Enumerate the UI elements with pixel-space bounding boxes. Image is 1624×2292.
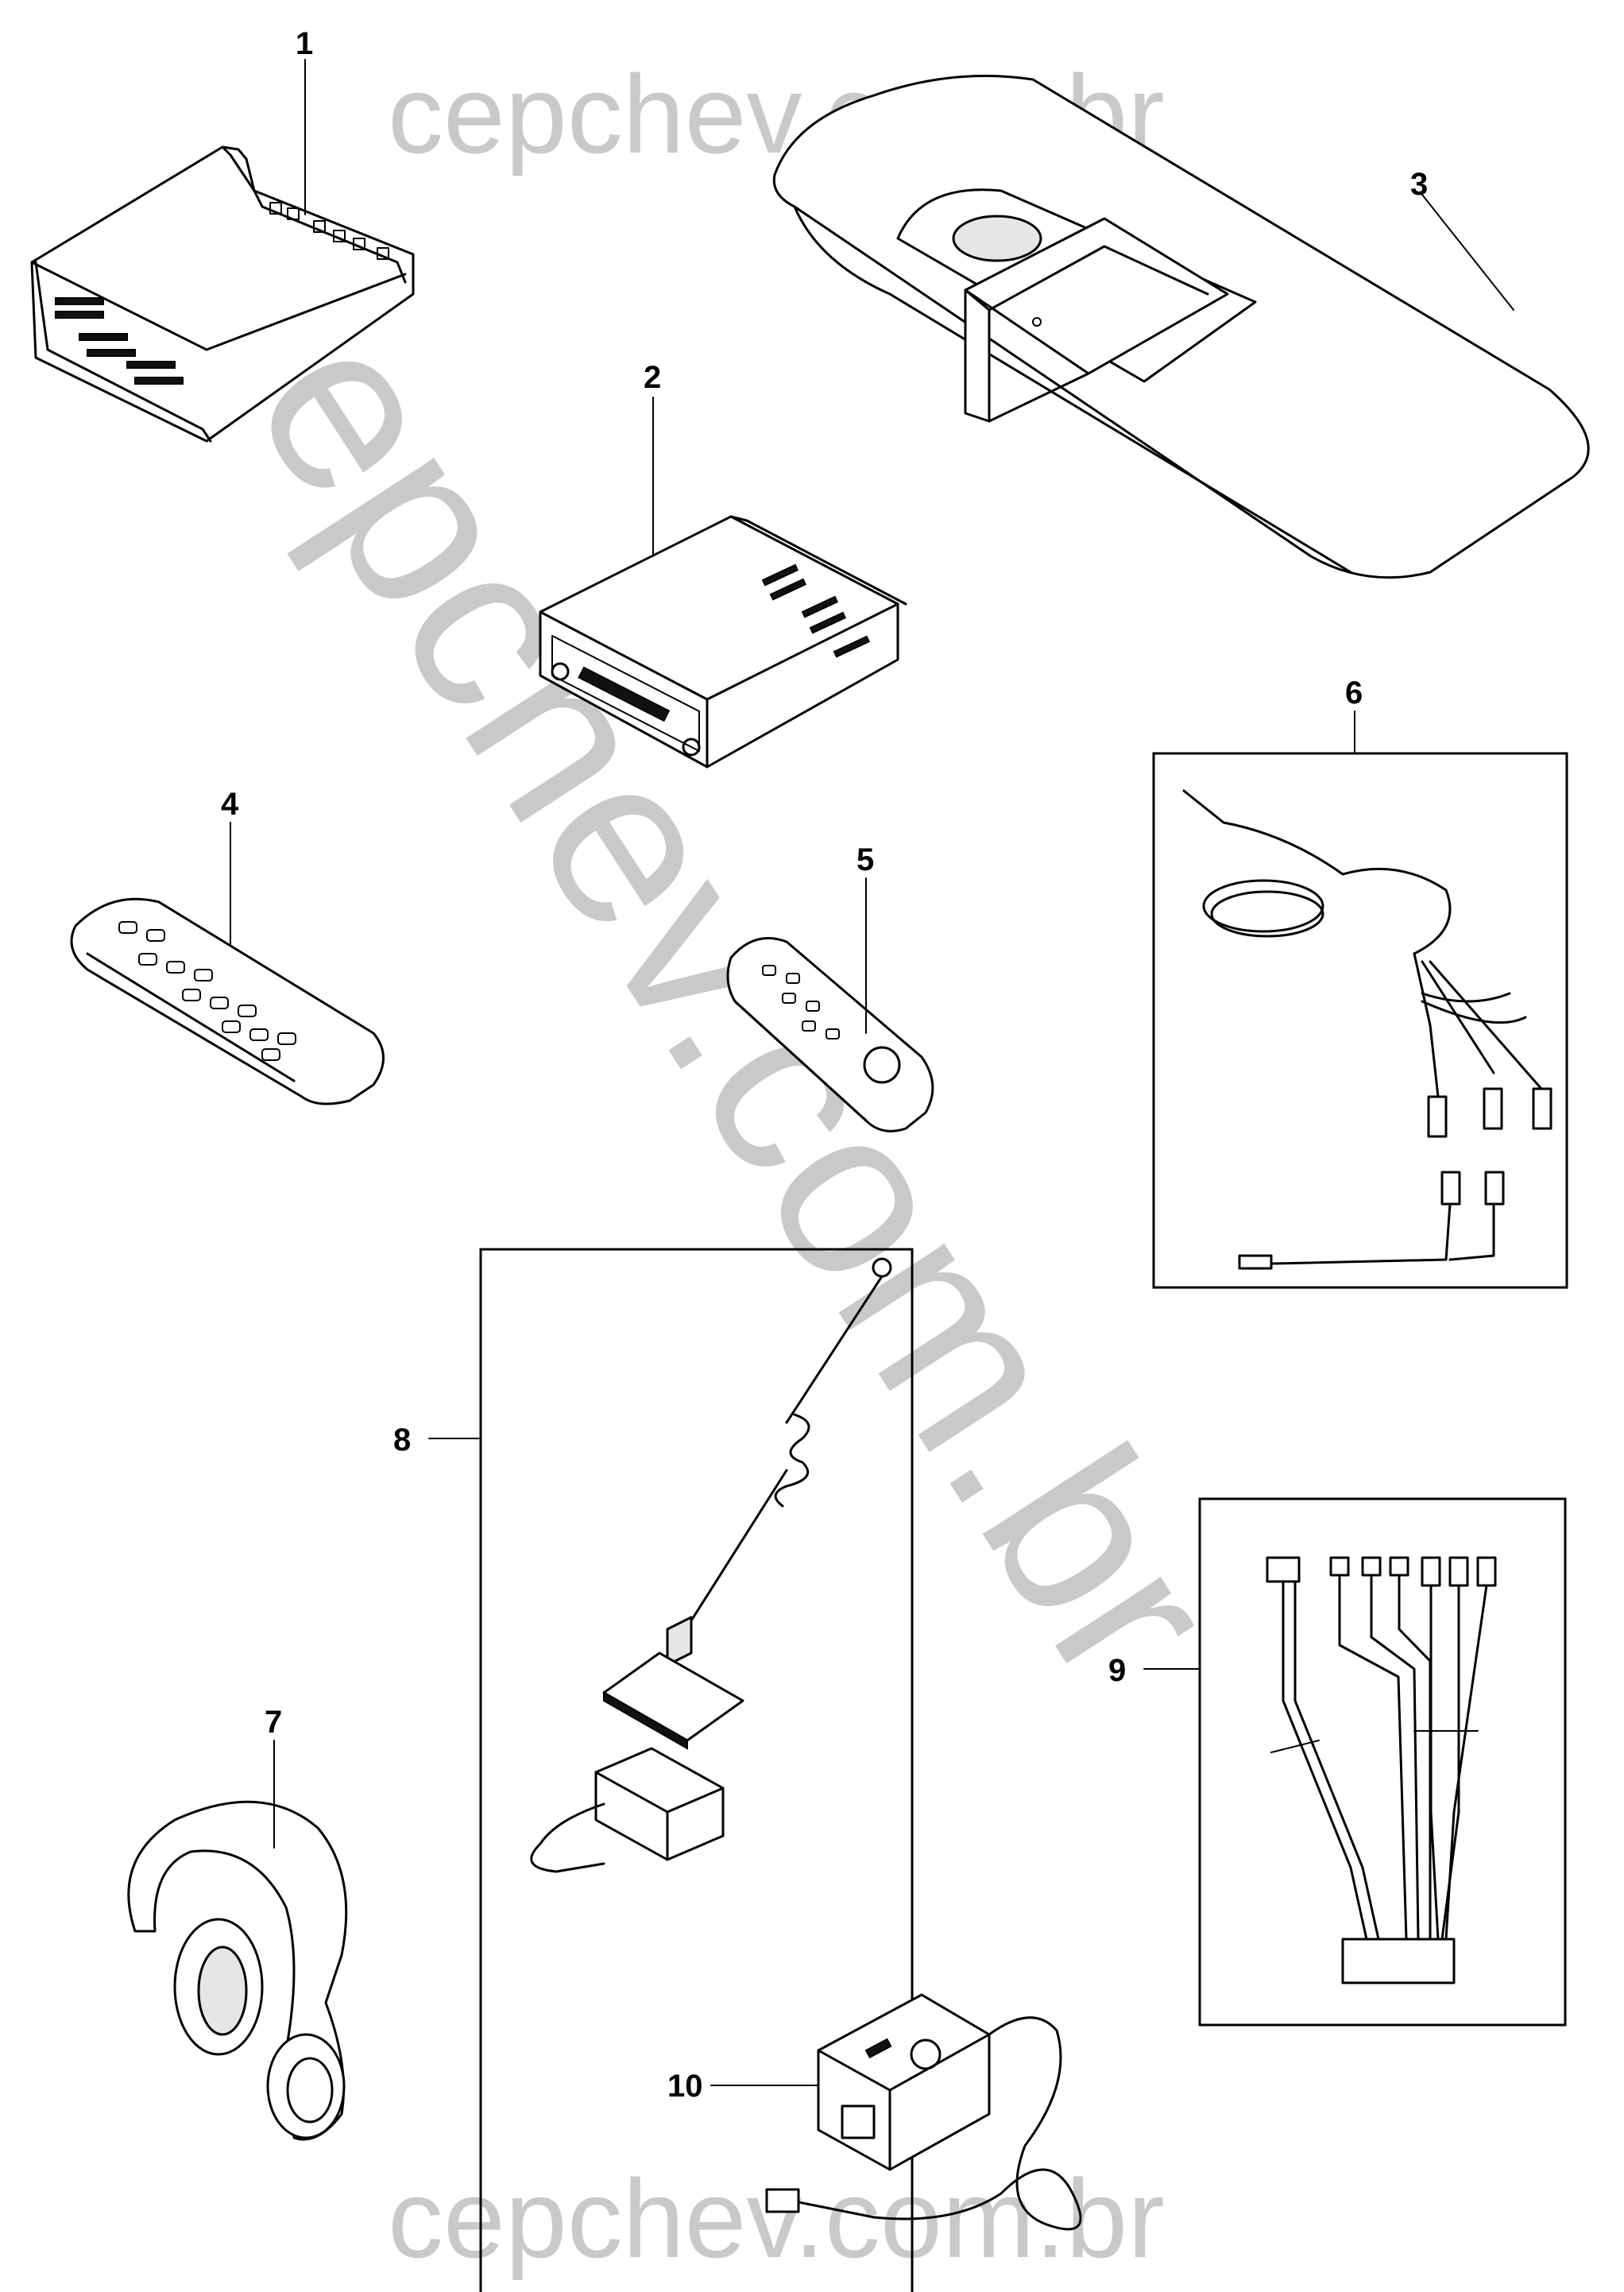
part-label-7: 7	[265, 1705, 282, 1740]
part-label-4: 4	[221, 787, 239, 822]
part-label-2: 2	[644, 360, 661, 395]
part-5-remote-control: 5	[726, 842, 934, 1132]
vent-slots	[761, 563, 871, 658]
part-3-overhead-console: 3	[772, 75, 1590, 579]
remote-buttons	[118, 921, 296, 1061]
dome-light	[952, 215, 1042, 262]
remote-buttons	[762, 965, 901, 1084]
part-1-mounting-tray: 1	[30, 26, 415, 443]
part-9-wiring-harness: 9	[1108, 1497, 1567, 2027]
part-9-frame	[1198, 1497, 1567, 2027]
part-2-dvd-player: 2	[539, 360, 907, 769]
part-7-wireless-headphones: 7	[127, 1705, 348, 2141]
part-4-remote-control: 4	[70, 787, 385, 1105]
front-panel	[551, 635, 701, 757]
monitor-bracket	[964, 217, 1229, 423]
watermark-diagonal: cepchev.com.br	[139, 184, 1270, 1727]
transmitter-eye-icon	[910, 2038, 942, 2070]
part-6-frame	[1152, 752, 1568, 1289]
part-label-8: 8	[393, 1423, 411, 1458]
part-8-antenna-kit: 8	[393, 1248, 914, 2292]
part-6-av-cable-kit: 6	[1152, 676, 1568, 1289]
vent-slots	[55, 297, 184, 385]
part-label-5: 5	[856, 842, 874, 877]
leader-line-3	[1421, 194, 1514, 311]
part-label-3: 3	[1410, 167, 1428, 202]
connector-ports	[269, 202, 389, 260]
part-8-frame	[479, 1248, 914, 2292]
harness-plug	[1341, 1938, 1456, 1984]
part-10-transmitter-box: 10	[667, 1993, 1082, 2231]
harness-connectors	[1266, 1556, 1497, 1587]
watermark-bottom: cepchev.com.br	[388, 2156, 1165, 2281]
cigarette-plug	[765, 2188, 800, 2213]
part-label-10: 10	[667, 2069, 703, 2104]
part-label-9: 9	[1108, 1653, 1126, 1688]
power-switch	[841, 2104, 876, 2139]
part-label-6: 6	[1345, 676, 1363, 710]
rca-plugs	[1427, 1087, 1552, 1206]
part-label-1: 1	[296, 26, 313, 61]
